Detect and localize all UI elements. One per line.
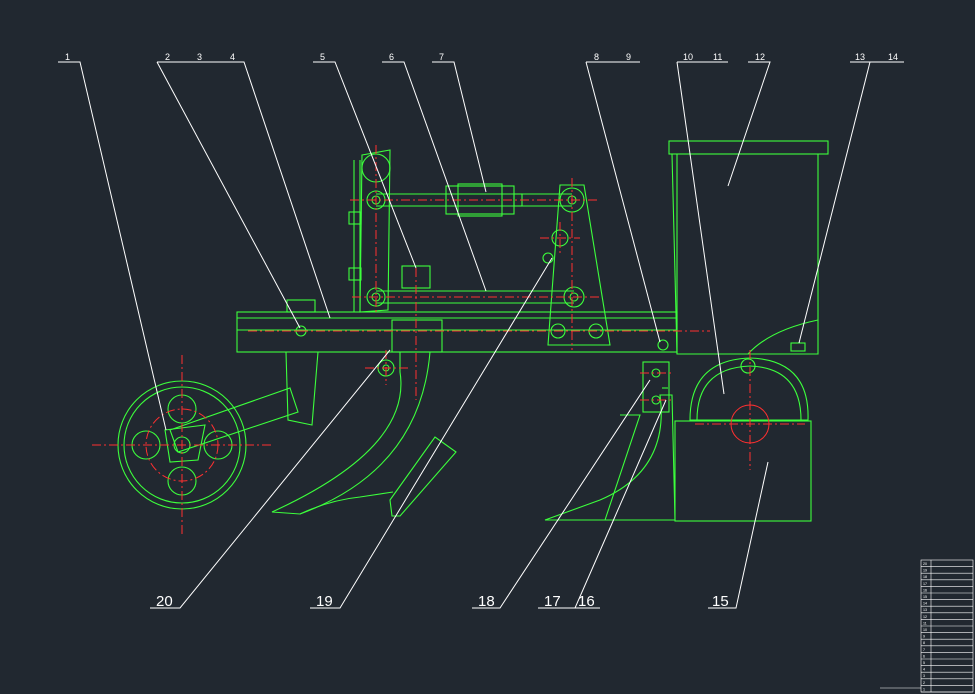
callout-8: 8 (594, 52, 599, 62)
callout-15: 15 (712, 593, 729, 610)
callout-1: 1 (65, 52, 70, 62)
callout-11: 11 (713, 52, 722, 62)
callout-3: 3 (197, 52, 202, 62)
title-block-row-number: 19 (923, 569, 927, 573)
callout-17: 17 (544, 593, 561, 610)
title-block-row-number: 9 (923, 635, 925, 639)
title-block-row-number: 17 (923, 582, 927, 586)
title-block-row-number: 20 (923, 562, 927, 566)
callout-5: 5 (320, 52, 325, 62)
callout-10: 10 (683, 52, 693, 62)
title-block-row-number: 3 (923, 674, 925, 678)
callout-20: 20 (156, 593, 173, 610)
callout-9: 9 (626, 52, 631, 62)
callout-2: 2 (165, 52, 170, 62)
title-block-row-number: 6 (923, 654, 925, 658)
leader-lines (58, 61, 904, 609)
bottom-callouts: 20 19 18 17 16 15 (156, 593, 729, 610)
title-block-row-number: 4 (923, 668, 925, 672)
title-block-row-number: 2 (923, 681, 925, 685)
callout-4: 4 (230, 52, 235, 62)
centerlines (92, 145, 805, 535)
title-block-row-number: 12 (923, 615, 927, 619)
title-block-row-number: 8 (923, 641, 925, 645)
title-block-row-number: 7 (923, 648, 925, 652)
callout-19: 19 (316, 593, 333, 610)
title-block-row-number: 5 (923, 661, 925, 665)
title-block: 20 19 18 17 16 15 14 13 12 11 10 9 8 7 6 5 4 3 2 1 (880, 559, 974, 693)
callout-18: 18 (478, 593, 495, 610)
title-block-row-number: 18 (923, 575, 927, 579)
callout-12: 12 (755, 52, 765, 62)
callout-7: 7 (439, 52, 444, 62)
title-block-row-number: 11 (923, 621, 927, 625)
callout-14: 14 (888, 52, 898, 62)
title-block-row-number: 13 (923, 608, 927, 612)
title-block-row-number: 10 (923, 628, 927, 632)
callout-13: 13 (855, 52, 865, 62)
top-callouts: 1 2 3 4 5 6 7 8 9 10 11 12 13 14 (65, 52, 898, 62)
title-block-row-number: 15 (923, 595, 927, 599)
callout-6: 6 (389, 52, 394, 62)
callout-16: 16 (578, 593, 595, 610)
title-block-row-number: 16 (923, 588, 927, 592)
title-block-row-number: 14 (923, 602, 927, 606)
title-block-row-number: 1 (923, 687, 925, 691)
